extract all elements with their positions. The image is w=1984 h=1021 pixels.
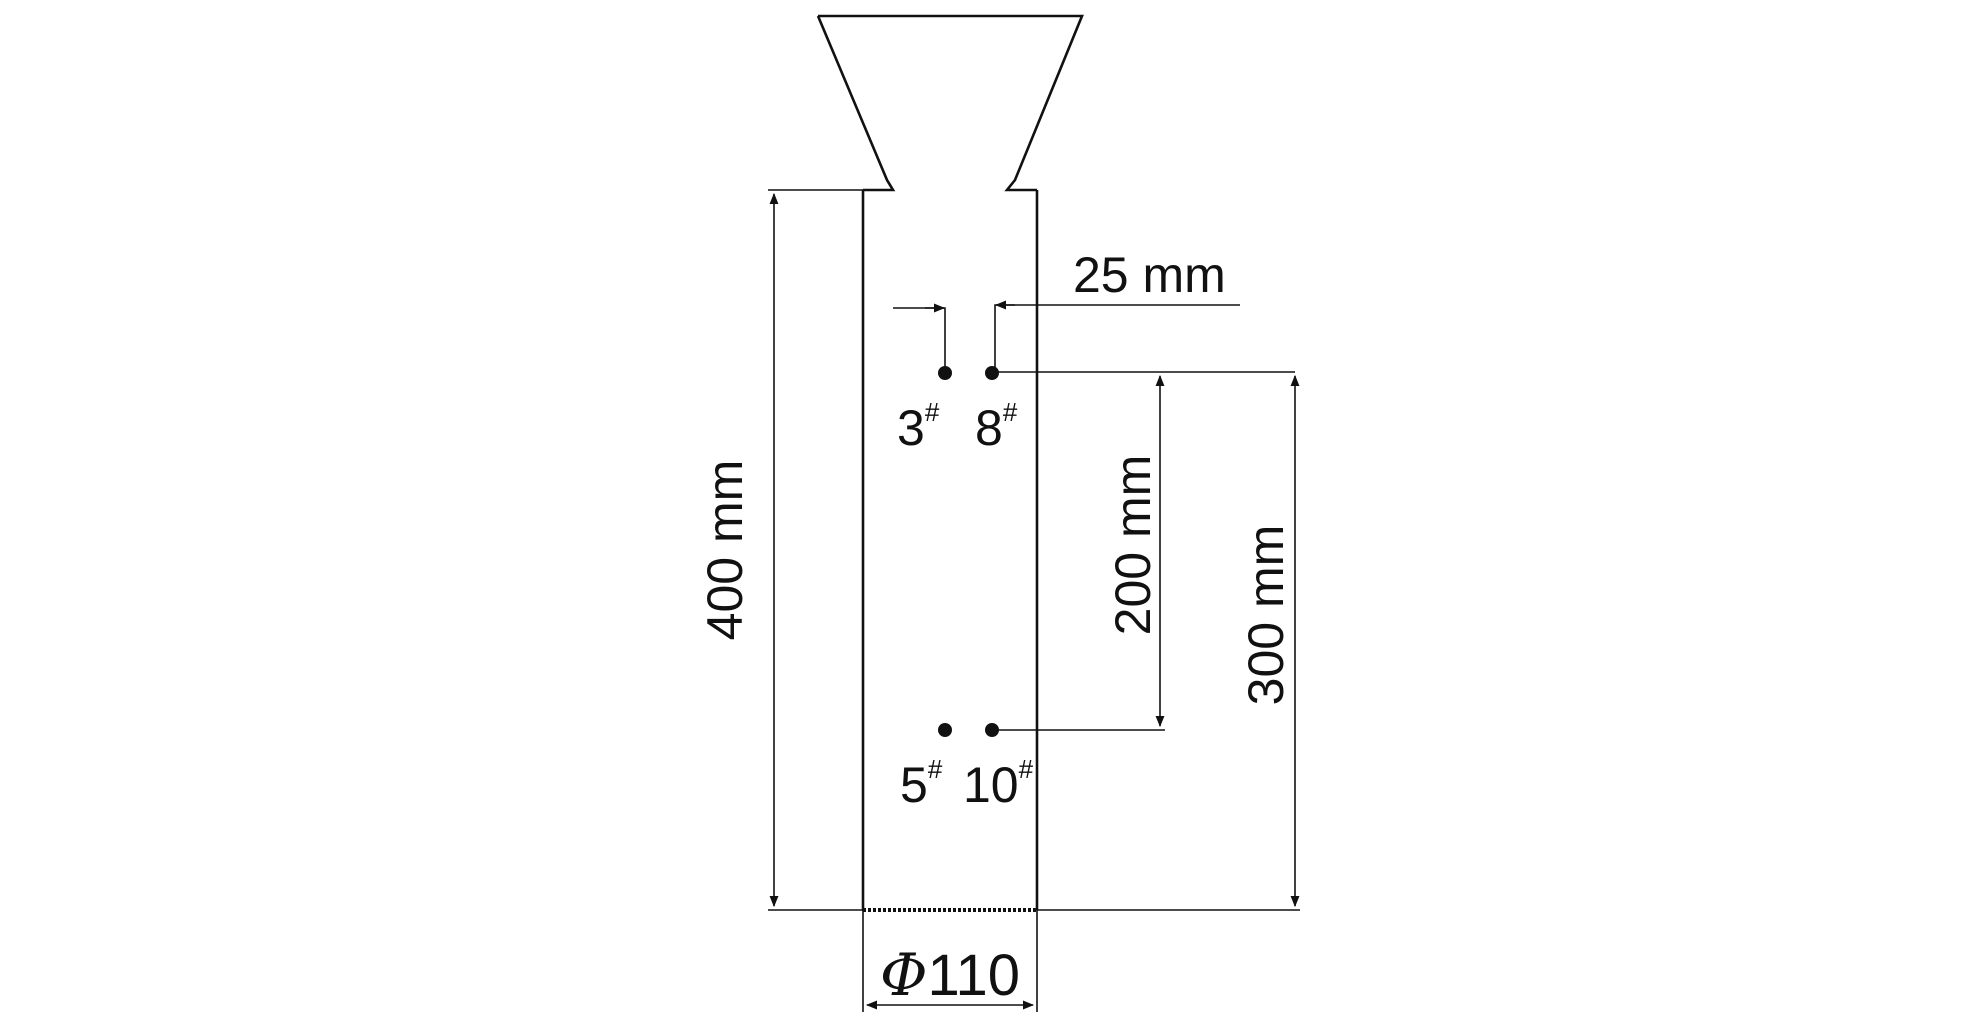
dim-300-label: 300 mm (1238, 525, 1294, 706)
dim-200-label: 200 mm (1105, 455, 1161, 636)
probe-10-label: 10# (963, 754, 1034, 813)
funnel-left-side (816, 15, 896, 192)
dim-400-label: 400 mm (697, 460, 753, 641)
dim-25-label: 25 mm (1073, 247, 1226, 303)
probe-5-label: 5# (900, 754, 943, 813)
probe-3-leader (893, 307, 946, 370)
funnel (818, 14, 1084, 192)
probe-8-label: 8# (975, 397, 1018, 456)
probe-3-label: 3# (897, 397, 940, 456)
dim-diameter-label: Φ110 (880, 941, 1020, 1009)
diameter-symbol: Φ (880, 941, 928, 1009)
probe-3-point (938, 366, 952, 380)
diameter-value: 110 (928, 943, 1020, 1008)
probe-5-point (938, 723, 952, 737)
probe-8-point (985, 366, 999, 380)
probe-8-leader (994, 304, 1240, 370)
probe-10-point (985, 723, 999, 737)
